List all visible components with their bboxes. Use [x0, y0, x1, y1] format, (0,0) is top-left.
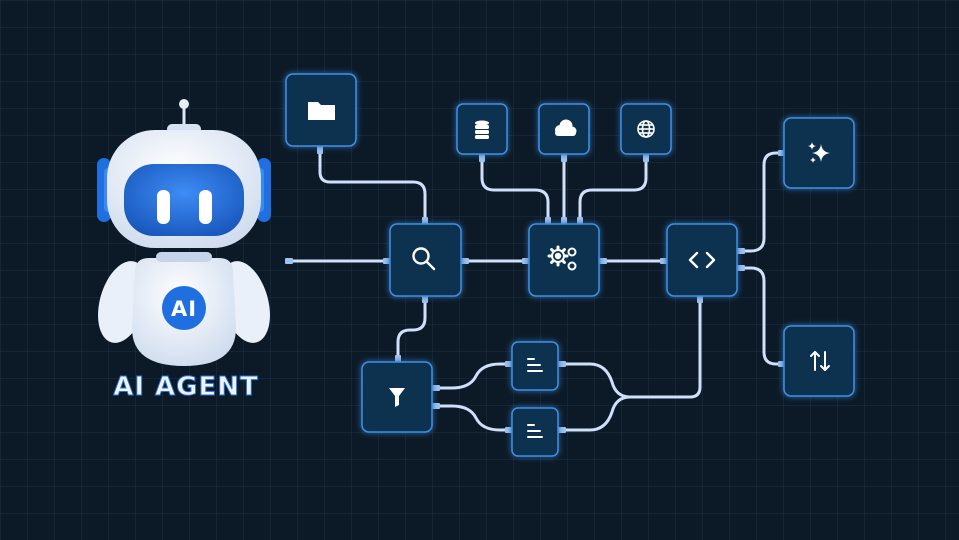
cloud-icon	[555, 119, 577, 136]
folder-icon	[308, 102, 335, 120]
node-cloud[interactable]	[538, 103, 590, 155]
node-folder[interactable]	[285, 73, 357, 147]
database-icon	[475, 120, 489, 139]
node-globe[interactable]	[620, 103, 672, 155]
robot-badge-text: AI	[171, 297, 197, 321]
document-lines-icon	[527, 358, 543, 372]
search-icon	[412, 247, 436, 271]
sparkle-icon	[808, 142, 830, 163]
node-sort[interactable]	[783, 325, 855, 397]
node-doc-top[interactable]	[511, 341, 559, 391]
robot-mascot	[97, 99, 271, 366]
node-filter[interactable]	[361, 361, 433, 433]
node-code[interactable]	[666, 223, 738, 297]
document-lines-icon	[527, 424, 543, 438]
robot-caption: AI AGENT	[113, 372, 259, 402]
node-gears[interactable]	[528, 223, 600, 297]
node-doc-bottom[interactable]	[511, 407, 559, 457]
sort-arrows-icon	[810, 351, 830, 371]
node-search[interactable]	[389, 223, 462, 297]
node-database[interactable]	[456, 103, 508, 155]
connector-lines	[286, 145, 786, 432]
node-sparkle[interactable]	[783, 117, 855, 189]
filter-icon	[389, 388, 405, 407]
connector-caps	[285, 146, 786, 433]
globe-icon	[637, 120, 655, 138]
gears-icon	[547, 245, 577, 271]
code-brackets-icon	[688, 251, 716, 269]
